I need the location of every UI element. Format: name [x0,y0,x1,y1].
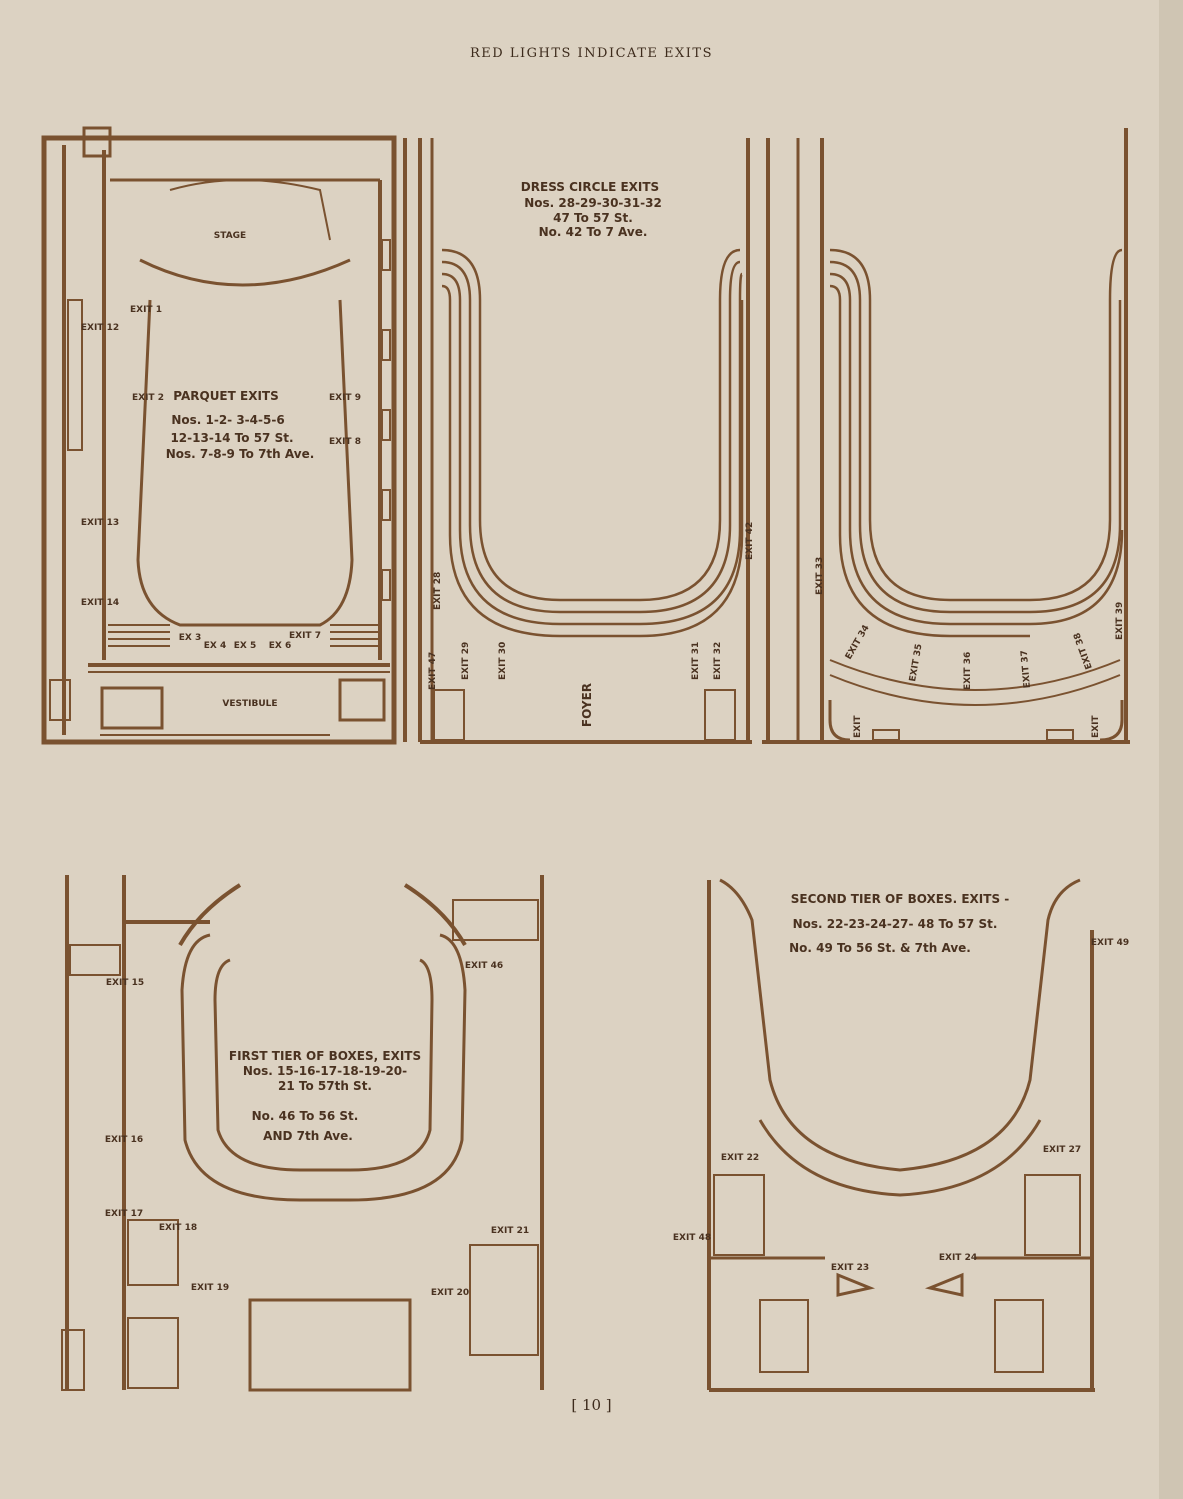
parquet-outer-wall [41,135,397,745]
first-tier-line-4: AND 7th Ave. [263,1129,353,1143]
parquet-window-marks [67,239,391,601]
dress-circle-rows [441,248,744,638]
parquet-exit-1: EXIT 1 [130,305,162,315]
parquet-exit-4: EX 4 [204,641,226,651]
dress-exit-28: EXIT 28 [433,572,443,610]
second-exit-27: EXIT 27 [1043,1145,1081,1155]
vestibule-label: VESTIBULE [222,699,277,709]
dress-circle-right-plan: EXIT 33 EXIT 34 EXIT 35 EXIT 36 EXIT 37 … [762,128,1130,744]
page-edge [1159,0,1183,1499]
dress-circle-plan: DRESS CIRCLE EXITS Nos. 28-29-30-31-32 4… [403,138,755,744]
second-tier-title: SECOND TIER OF BOXES. EXITS - [791,892,1010,906]
first-tier-line-1: Nos. 15-16-17-18-19-20- [243,1064,407,1078]
parquet-exit-13: EXIT 13 [81,518,119,528]
first-exit-16: EXIT 16 [105,1135,143,1145]
stage-label: STAGE [214,231,246,241]
parquet-exit-14: EXIT 14 [81,598,119,608]
dress-exit-42: EXIT 42 [745,522,755,560]
dress-exit-47: EXIT 47 [428,652,438,690]
parquet-line-1: Nos. 1-2- 3-4-5-6 [171,413,284,427]
second-exit-22: EXIT 22 [721,1153,759,1163]
second-tier-ring-outer [719,878,1081,1172]
first-exit-20: EXIT 20 [431,1288,469,1298]
second-exit-23: EXIT 23 [831,1263,869,1273]
vestibule-stair-right [338,678,386,722]
second-tier-ring-inner [758,1119,1042,1197]
parquet-title: PARQUET EXITS [173,389,278,403]
page-header: RED LIGHTS INDICATE EXITS [470,46,713,61]
parquet-exit-7: EXIT 7 [289,631,321,641]
second-exit-48: EXIT 48 [673,1233,711,1243]
first-exit-15: EXIT 15 [106,978,144,988]
first-exit-19: EXIT 19 [191,1283,229,1293]
dress-circle-line-1: Nos. 28-29-30-31-32 [524,196,662,210]
dress-exit-30: EXIT 30 [498,642,508,680]
dress-circle-title: DRESS CIRCLE EXITS [521,180,659,194]
stage-apron [139,258,351,287]
parquet-line-3: Nos. 7-8-9 To 7th Ave. [166,447,315,461]
second-tier-line-2: No. 49 To 56 St. & 7th Ave. [789,941,971,955]
first-exit-18: EXIT 18 [159,1223,197,1233]
stage-curve [169,179,331,241]
second-exit-24: EXIT 24 [939,1253,977,1263]
parquet-exit-2: EXIT 2 [132,393,164,403]
dress-exit-right-bottom: EXIT [1091,715,1101,738]
parquet-auditorium [136,299,354,627]
foyer-stair-left [433,689,465,741]
first-tier-title: FIRST TIER OF BOXES, EXITS [229,1049,421,1063]
parquet-plan: STAGE VESTIBULE PARQUET EXITS Nos. 1-2- … [41,126,397,745]
second-exit-49: EXIT 49 [1091,938,1129,948]
first-exit-46: EXIT 46 [465,961,503,971]
dress-exit-32: EXIT 32 [713,642,723,680]
dress-exit-29: EXIT 29 [461,642,471,680]
dress-circle-line-3: No. 42 To 7 Ave. [539,225,648,239]
parquet-stair-top [82,126,112,158]
first-exit-17: EXIT 17 [105,1209,143,1219]
dress-exit-35: EXIT 35 [908,643,924,682]
foyer-stair-right [704,689,736,741]
first-tier-ring-inner [213,958,434,1172]
dress-exit-33: EXIT 33 [815,557,825,595]
vestibule-stair-left [100,686,164,730]
parquet-exit-9: EXIT 9 [329,393,361,403]
parquet-exit-6: EX 6 [269,641,291,651]
first-exit-21: EXIT 21 [491,1226,529,1236]
page-number: [ 10 ] [571,1396,612,1414]
parquet-exit-5: EX 5 [234,641,256,651]
first-tier-line-2: 21 To 57th St. [278,1079,372,1093]
second-tier-plan: SECOND TIER OF BOXES. EXITS - Nos. 22-23… [673,878,1129,1392]
dress-circle-line-2: 47 To 57 St. [553,211,633,225]
first-tier-ring-outer [180,933,467,1202]
dress-circle-right-rows [829,248,1124,638]
parquet-exit-12: EXIT 12 [81,323,119,333]
parquet-exit-8: EXIT 8 [329,437,361,447]
first-tier-plan: FIRST TIER OF BOXES, EXITS Nos. 15-16-17… [61,875,544,1392]
dress-exit-39: EXIT 39 [1115,602,1125,640]
dress-exit-37: EXIT 37 [1020,650,1033,689]
first-tier-line-3: No. 46 To 56 St. [252,1109,359,1123]
parquet-exit-3: EX 3 [179,633,201,643]
dress-exit-36: EXIT 36 [963,652,973,690]
dress-exit-left-bottom: EXIT [853,715,863,738]
parquet-rows [108,624,380,647]
dress-exit-38: EXIT 38 [1072,631,1094,670]
dress-exit-31: EXIT 31 [691,642,701,680]
parquet-line-2: 12-13-14 To 57 St. [170,431,293,445]
foyer-label: FOYER [580,683,594,727]
second-tier-line-1: Nos. 22-23-24-27- 48 To 57 St. [793,917,998,931]
dress-exit-34: EXIT 34 [844,623,872,661]
vestibule-stair-corner [49,679,71,721]
